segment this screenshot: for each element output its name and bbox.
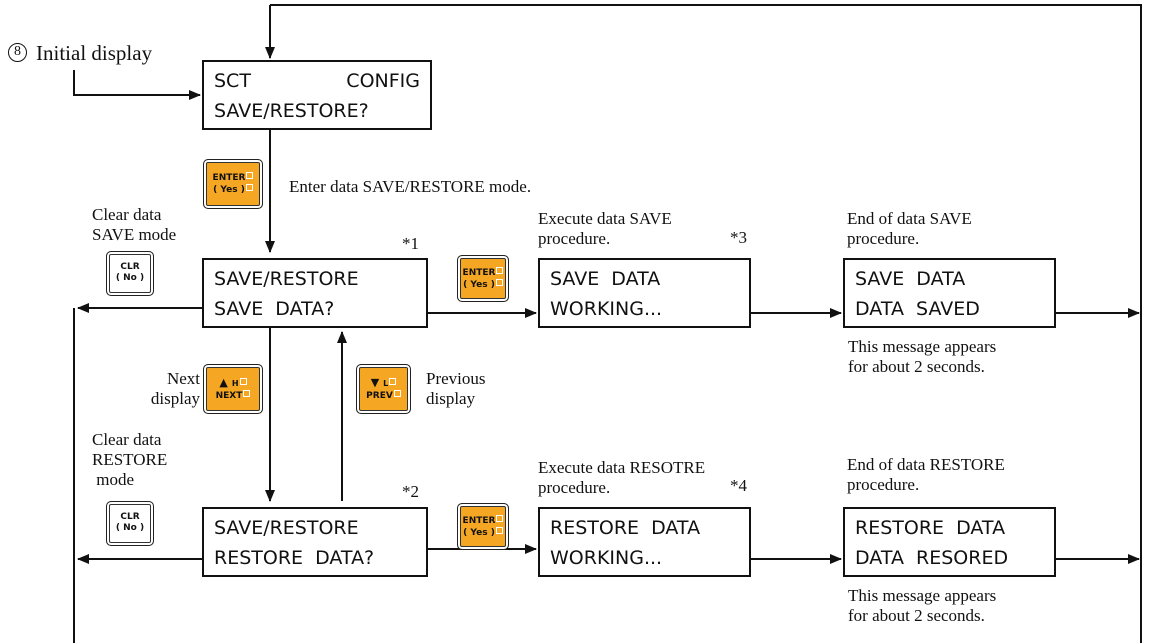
config-line2: SAVE/RESTORE?: [214, 100, 369, 122]
save-done-line1: SAVE DATA: [855, 268, 966, 290]
clear-restore-note: Clear data RESTORE mode: [92, 430, 168, 489]
enter-mode-note: Enter data SAVE/RESTORE mode.: [289, 177, 532, 196]
save-working-screen: SAVE DATA WORKING...: [538, 258, 751, 328]
ref-1: *1: [402, 234, 419, 253]
enter-key-sublabel: ( Yes ): [463, 280, 495, 290]
enter-key-save[interactable]: ENTER ( Yes ): [457, 255, 509, 302]
restore-menu-line2: RESTORE DATA?: [214, 547, 375, 569]
save-working-line2: WORKING...: [550, 298, 663, 320]
enter-key-label: ENTER: [212, 173, 246, 183]
clr-key-label: CLR: [120, 262, 140, 272]
save-menu-line1: SAVE/RESTORE: [214, 268, 359, 290]
config-line1-left: SCT: [214, 70, 251, 92]
save-menu-line2: SAVE DATA?: [214, 298, 335, 320]
enter-key-sublabel: ( Yes ): [463, 528, 495, 538]
end-restore-note: End of data RESTORE procedure.: [847, 455, 1005, 494]
next-key[interactable]: ▲H NEXT: [203, 364, 263, 414]
step-number-badge: 8: [8, 43, 27, 62]
top-loop-arrow: [270, 4, 1142, 643]
end-save-note: End of data SAVE procedure.: [847, 209, 972, 248]
save-working-line1: SAVE DATA: [550, 268, 661, 290]
prev-key-sub: L: [383, 379, 389, 388]
initial-display-label: Initial display: [36, 41, 153, 65]
restore-done-line2: DATA RESORED: [855, 547, 1009, 569]
clr-key-restore[interactable]: CLR ( No ): [106, 501, 154, 546]
save-menu-screen: SAVE/RESTORE SAVE DATA?: [202, 258, 428, 328]
enter-key-label: ENTER: [462, 268, 496, 278]
restore-menu-screen: SAVE/RESTORE RESTORE DATA?: [202, 507, 428, 577]
clr-key-sublabel: ( No ): [115, 523, 145, 533]
restore-working-screen: RESTORE DATA WORKING...: [538, 507, 751, 577]
enter-key-sublabel: ( Yes ): [213, 185, 245, 195]
enter-key-config[interactable]: ENTER ( Yes ): [203, 159, 263, 209]
config-line1-right: CONFIG: [346, 70, 420, 92]
clear-save-note: Clear data SAVE mode: [92, 205, 177, 244]
restore-menu-line1: SAVE/RESTORE: [214, 517, 359, 539]
prev-key-label: PREV: [366, 391, 393, 401]
restore-working-line2: WORKING...: [550, 547, 663, 569]
save-message-note: This message appears for about 2 seconds…: [848, 337, 997, 376]
prev-display-note: Previous display: [426, 369, 486, 408]
next-key-sub: H: [231, 379, 239, 388]
clr-key-save[interactable]: CLR ( No ): [106, 251, 154, 296]
restore-message-note: This message appears for about 2 seconds…: [848, 586, 997, 625]
clr-key-sublabel: ( No ): [115, 273, 145, 283]
exec-restore-note: Execute data RESOTRE procedure.: [538, 458, 706, 497]
restore-done-line1: RESTORE DATA: [855, 517, 1006, 539]
save-done-screen: SAVE DATA DATA SAVED: [843, 258, 1056, 328]
ref-2: *2: [402, 482, 419, 501]
clr-key-label: CLR: [120, 512, 140, 522]
exec-save-note: Execute data SAVE procedure.: [538, 209, 672, 248]
restore-working-line1: RESTORE DATA: [550, 517, 701, 539]
enter-key-label: ENTER: [462, 516, 496, 526]
up-arrow-icon: ▲: [219, 376, 228, 389]
config-screen: SCT CONFIG SAVE/RESTORE?: [202, 60, 432, 130]
next-key-label: NEXT: [215, 391, 243, 401]
ref-4: *4: [730, 476, 747, 495]
restore-done-screen: RESTORE DATA DATA RESORED: [843, 507, 1056, 577]
save-done-line2: DATA SAVED: [855, 298, 980, 320]
initial-entry-arrow: [73, 70, 201, 100]
ref-3: *3: [730, 228, 747, 247]
next-display-note: Next display: [150, 369, 200, 408]
enter-key-restore[interactable]: ENTER ( Yes ): [457, 503, 509, 550]
down-arrow-icon: ▼: [370, 376, 380, 389]
prev-key[interactable]: ▼L PREV: [356, 364, 411, 414]
